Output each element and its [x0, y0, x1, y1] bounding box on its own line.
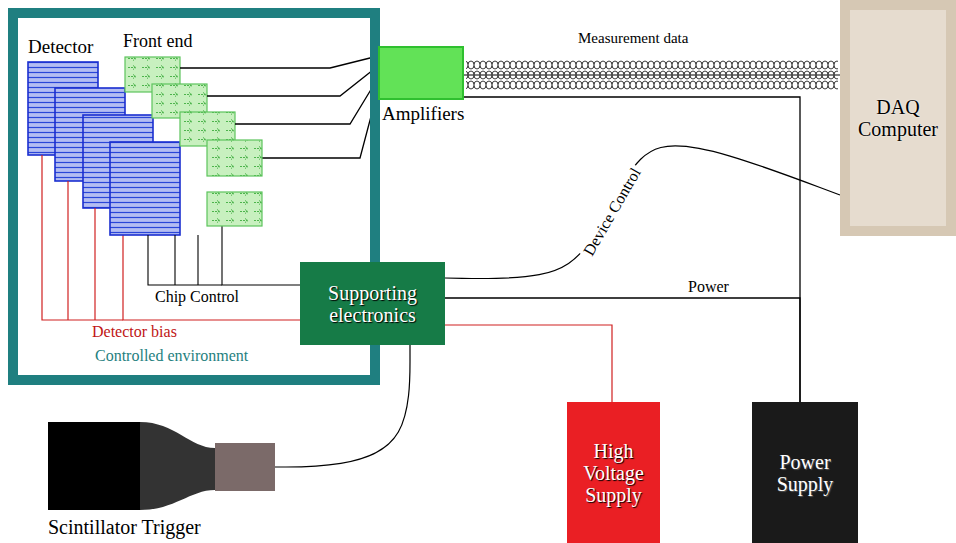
signal-wire — [235, 78, 378, 124]
connector-label: Power — [688, 278, 729, 296]
daq-computer: DAQ Computer — [840, 0, 956, 236]
signal-wire — [180, 56, 378, 68]
twisted-cable — [466, 60, 838, 70]
front-end-board — [207, 192, 262, 226]
node-label: Supporting electronics — [304, 282, 441, 326]
node-label: Scintillator Trigger — [48, 516, 201, 538]
node-label: DAQ Computer — [854, 96, 942, 140]
connector-label: Device Control — [578, 162, 645, 261]
bias-wire — [42, 155, 123, 320]
chip-control-wires — [148, 235, 222, 285]
connector-wire — [445, 146, 840, 279]
node-label: High Voltage Supply — [571, 440, 656, 506]
twisted-cable — [466, 70, 838, 80]
connector-wire — [445, 298, 800, 402]
connector-wire — [222, 226, 300, 285]
connector-wire — [445, 325, 612, 402]
detector-group: Detector — [28, 62, 180, 235]
twisted-cables — [466, 60, 838, 90]
node-label: Amplifiers — [382, 104, 464, 125]
connector-wire — [123, 235, 300, 320]
node-label: Controlled environment — [95, 347, 248, 365]
chip-wire — [174, 235, 175, 285]
front-end-boards — [125, 57, 262, 226]
chip-wire — [197, 235, 198, 285]
connector-label: Chip Control — [155, 288, 239, 306]
front-end-board — [207, 140, 262, 176]
amplifier-box: Amplifiers — [378, 46, 464, 100]
connector-label: Measurement data — [578, 30, 688, 47]
power-supply: Power Supply — [752, 402, 858, 543]
bias-wires — [42, 155, 123, 320]
connector-wire — [275, 345, 410, 467]
light-guide — [140, 422, 215, 510]
bias-wire — [67, 181, 68, 320]
connector-wire — [464, 97, 800, 402]
bias-wire — [94, 208, 95, 320]
front-end-group: Front end — [125, 57, 262, 226]
twisted-cable — [466, 80, 838, 90]
node-label: Detector — [28, 37, 93, 58]
detector-panel — [110, 142, 180, 235]
signal-wire — [207, 66, 378, 96]
photomultiplier — [215, 443, 275, 491]
high-voltage-supply: High Voltage Supply — [567, 402, 660, 543]
scintillator-block — [48, 422, 140, 510]
scintillator-trigger: Scintillator Trigger — [48, 420, 275, 512]
node-label: Power Supply — [756, 451, 854, 495]
supporting-electronics-box: Supporting electronics — [300, 262, 445, 345]
node-label: Front end — [123, 32, 193, 52]
signal-wires — [180, 56, 378, 124]
chip-wire — [148, 235, 222, 285]
connector-label: Detector bias — [92, 323, 177, 341]
scintillator-illustration — [48, 422, 275, 510]
